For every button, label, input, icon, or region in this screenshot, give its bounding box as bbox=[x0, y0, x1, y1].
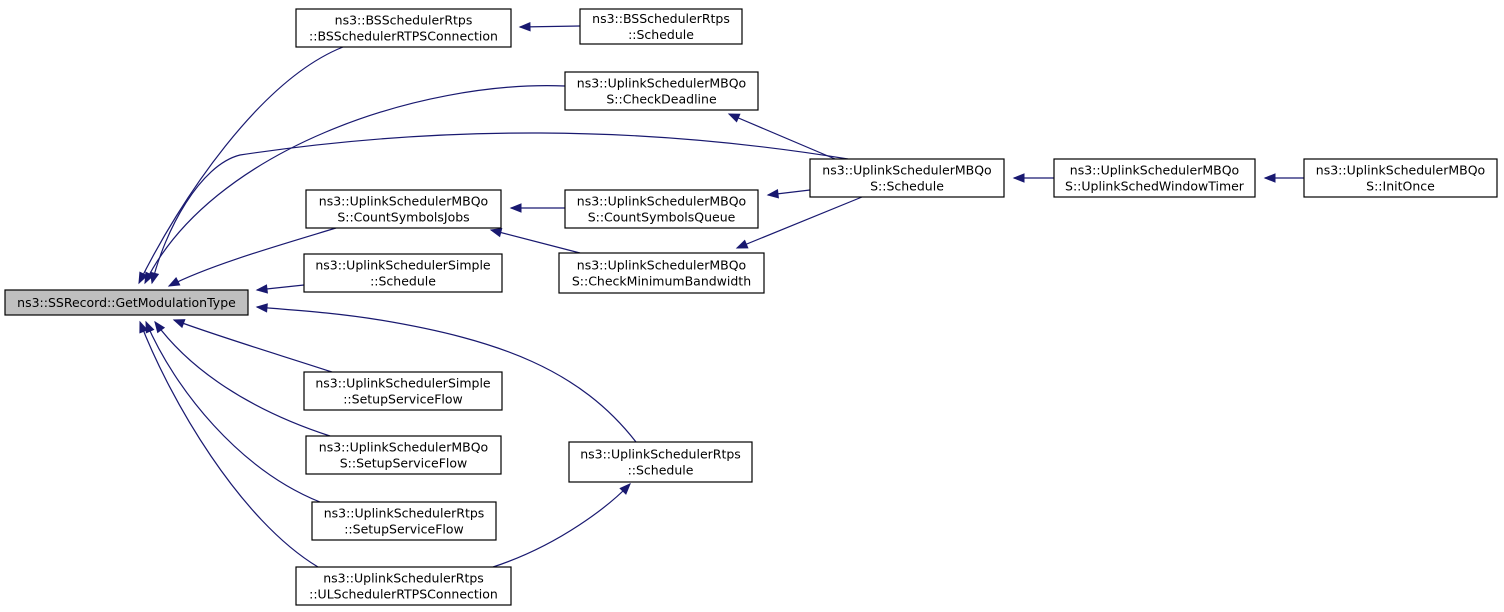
node-label-line: ::ULSchedulerRTPSConnection bbox=[309, 587, 498, 602]
edge-mbqos_schedule-to-root bbox=[151, 132, 849, 284]
edge-mbqos_checkdeadline-to-root bbox=[144, 85, 566, 284]
node-label-line: ns3::UplinkSchedulerRtps bbox=[324, 506, 485, 521]
node-label-line: S::Schedule bbox=[870, 179, 944, 194]
arrowhead-rtps_ulconn-to-root bbox=[139, 320, 149, 334]
edge-bs_rtps_conn-to-root bbox=[138, 46, 344, 284]
arrowhead-rtps_setup-to-root bbox=[145, 320, 155, 334]
arrowhead-mbqos_schedule-to-mbqos_checkdeadline bbox=[727, 113, 741, 123]
node-box bbox=[303, 371, 503, 411]
node-label-line: ns3::UplinkSchedulerRtps bbox=[323, 571, 484, 586]
node-label-line: ns3::BSSchedulerRtps bbox=[335, 13, 473, 28]
node-label-line: S::InitOnce bbox=[1366, 179, 1435, 194]
node-rtps-schedule[interactable]: ns3::UplinkSchedulerRtps::Schedule bbox=[568, 441, 753, 483]
node-box bbox=[305, 435, 502, 475]
node-label-line: ::Schedule bbox=[628, 27, 694, 42]
node-rtps-ulconn[interactable]: ns3::UplinkSchedulerRtps::ULSchedulerRTP… bbox=[295, 566, 512, 606]
arrowhead-mbqos_schedule-to-mbqos_countqueue bbox=[766, 189, 779, 199]
node-label-line: ::SetupServiceFlow bbox=[343, 392, 463, 407]
node-box bbox=[809, 158, 1005, 198]
node-box bbox=[1303, 158, 1498, 198]
arrowhead-mbqos_checkminbw-to-mbqos_countjobs bbox=[489, 228, 503, 238]
arrowhead-rtps_schedule-to-root bbox=[255, 303, 268, 313]
node-box bbox=[305, 189, 502, 229]
node-label-line: ns3::SSRecord::GetModulationType bbox=[17, 295, 236, 310]
node-box bbox=[579, 8, 743, 45]
arrowhead-bs_rtps_sched-to-bs_rtps_conn bbox=[518, 22, 531, 32]
node-label-line: ::SetupServiceFlow bbox=[344, 522, 464, 537]
edge-rtps_schedule-to-root bbox=[256, 306, 637, 443]
edge-mbqos_schedule-to-mbqos_checkdeadline bbox=[728, 113, 836, 160]
node-box bbox=[4, 289, 249, 316]
node-mbqos-setup[interactable]: ns3::UplinkSchedulerMBQoS::SetupServiceF… bbox=[305, 435, 502, 475]
node-label-line: S::CheckMinimumBandwidth bbox=[572, 274, 751, 289]
arrowhead-mbqos_initonce-to-mbqos_windowtimer bbox=[1263, 173, 1276, 183]
node-label-line: ns3::UplinkSchedulerMBQo bbox=[319, 194, 488, 209]
edge-rtps_setup-to-root bbox=[145, 321, 321, 503]
node-root[interactable]: ns3::SSRecord::GetModulationType bbox=[4, 289, 249, 316]
arrowhead-mbqos_countjobs-to-root bbox=[167, 277, 181, 287]
arrowhead-mbqos_windowtimer-to-mbqos_schedule bbox=[1012, 173, 1025, 183]
node-label-line: S::SetupServiceFlow bbox=[340, 456, 467, 471]
nodes-layer: ns3::SSRecord::GetModulationType ns3::BSS… bbox=[4, 8, 1498, 606]
edge-mbqos_schedule-to-mbqos_checkminbw bbox=[736, 196, 863, 249]
node-box bbox=[303, 253, 503, 293]
edge-mbqos_countjobs-to-root bbox=[168, 227, 337, 287]
node-label-line: ns3::UplinkSchedulerMBQo bbox=[1316, 163, 1485, 178]
edges-layer bbox=[138, 22, 1304, 568]
node-label-line: S::UplinkSchedWindowTimer bbox=[1065, 179, 1245, 194]
node-box bbox=[1053, 158, 1256, 198]
node-box bbox=[564, 71, 759, 111]
node-label-line: ns3::UplinkSchedulerMBQo bbox=[577, 194, 746, 209]
edge-rtps_ulconn-to-root bbox=[139, 321, 319, 568]
node-box bbox=[568, 441, 753, 483]
node-bs-rtps-conn[interactable]: ns3::BSSchedulerRtps::BSSchedulerRTPSCon… bbox=[295, 8, 512, 48]
node-box bbox=[295, 8, 512, 48]
node-mbqos-windowtimer[interactable]: ns3::UplinkSchedulerMBQoS::UplinkSchedWi… bbox=[1053, 158, 1256, 198]
edge-simple_setup-to-root bbox=[173, 319, 333, 373]
node-box bbox=[558, 252, 765, 294]
node-mbqos-countjobs[interactable]: ns3::UplinkSchedulerMBQoS::CountSymbolsJ… bbox=[305, 189, 502, 229]
node-rtps-setup[interactable]: ns3::UplinkSchedulerRtps::SetupServiceFl… bbox=[311, 501, 497, 541]
node-label-line: S::CheckDeadline bbox=[606, 92, 717, 107]
arrowhead-simple_schedule-to-root bbox=[255, 284, 268, 294]
node-label-line: ::Schedule bbox=[370, 274, 436, 289]
node-label-line: ::Schedule bbox=[628, 463, 694, 478]
node-box bbox=[311, 501, 497, 541]
arrowhead-mbqos_setup-to-root bbox=[154, 320, 166, 334]
node-label-line: S::CountSymbolsQueue bbox=[588, 210, 736, 225]
node-label-line: ns3::UplinkSchedulerMBQo bbox=[577, 258, 746, 273]
arrowhead-mbqos_schedule-to-mbqos_checkminbw bbox=[735, 239, 749, 249]
edge-rtps_ulconn-to-rtps_schedule bbox=[492, 483, 631, 568]
node-box bbox=[295, 566, 512, 606]
node-box bbox=[564, 189, 759, 229]
node-mbqos-countqueue[interactable]: ns3::UplinkSchedulerMBQoS::CountSymbolsQ… bbox=[564, 189, 759, 229]
node-label-line: ns3::UplinkSchedulerRtps bbox=[580, 447, 741, 462]
arrowhead-mbqos_schedule-to-root bbox=[149, 271, 160, 285]
edge-mbqos_setup-to-root bbox=[154, 321, 331, 437]
node-label-line: ns3::UplinkSchedulerMBQo bbox=[319, 440, 488, 455]
node-simple-schedule[interactable]: ns3::UplinkSchedulerSimple::Schedule bbox=[303, 253, 503, 293]
node-label-line: S::CountSymbolsJobs bbox=[337, 210, 469, 225]
arrowhead-simple_setup-to-root bbox=[172, 319, 186, 329]
node-simple-setup[interactable]: ns3::UplinkSchedulerSimple::SetupService… bbox=[303, 371, 503, 411]
node-bs-rtps-sched[interactable]: ns3::BSSchedulerRtps::Schedule bbox=[579, 8, 743, 45]
arrowhead-rtps_ulconn-to-rtps_schedule bbox=[619, 483, 631, 495]
node-label-line: ns3::UplinkSchedulerMBQo bbox=[822, 163, 991, 178]
arrowhead-bs_rtps_conn-to-root bbox=[138, 271, 148, 285]
node-label-line: ns3::UplinkSchedulerMBQo bbox=[1070, 163, 1239, 178]
node-mbqos-checkminbw[interactable]: ns3::UplinkSchedulerMBQoS::CheckMinimumB… bbox=[558, 252, 765, 294]
node-label-line: ns3::UplinkSchedulerSimple bbox=[315, 376, 491, 391]
edge-mbqos_checkminbw-to-mbqos_countjobs bbox=[490, 229, 581, 254]
node-label-line: ns3::UplinkSchedulerSimple bbox=[315, 258, 491, 273]
node-label-line: ns3::BSSchedulerRtps bbox=[592, 11, 730, 26]
node-label-line: ::BSSchedulerRTPSConnection bbox=[309, 29, 498, 44]
node-label-line: ns3::UplinkSchedulerMBQo bbox=[577, 76, 746, 91]
arrowhead-mbqos_countqueue-to-mbqos_countjobs bbox=[509, 203, 522, 213]
